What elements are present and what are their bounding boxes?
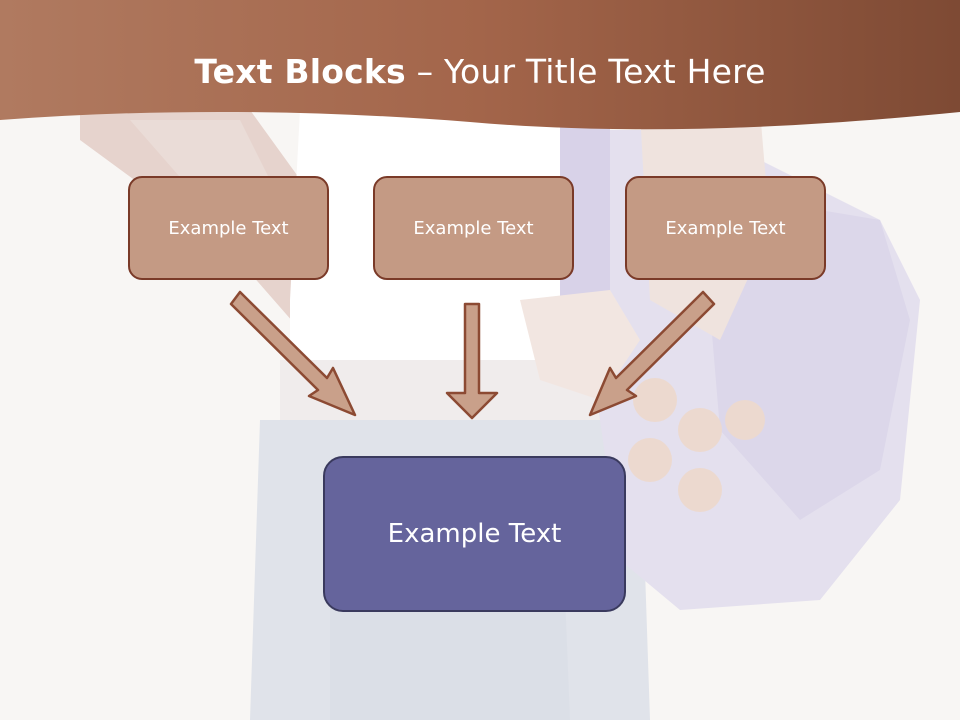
- title-bold: Text Blocks: [194, 52, 406, 91]
- title-rest: – Your Title Text Here: [405, 52, 766, 91]
- arrow-center: [445, 302, 499, 420]
- arrow-left: [229, 290, 357, 417]
- text-block-3: Example Text: [625, 176, 826, 280]
- text-block-3-label: Example Text: [665, 217, 786, 239]
- text-block-2-label: Example Text: [413, 217, 534, 239]
- slide-title: Text Blocks – Your Title Text Here: [0, 52, 960, 91]
- arrow-right: [588, 290, 716, 417]
- main-text-block-label: Example Text: [387, 519, 562, 549]
- text-block-1: Example Text: [128, 176, 329, 280]
- text-block-2: Example Text: [373, 176, 574, 280]
- text-block-1-label: Example Text: [168, 217, 289, 239]
- main-text-block: Example Text: [323, 456, 626, 612]
- header-banner: [0, 0, 960, 130]
